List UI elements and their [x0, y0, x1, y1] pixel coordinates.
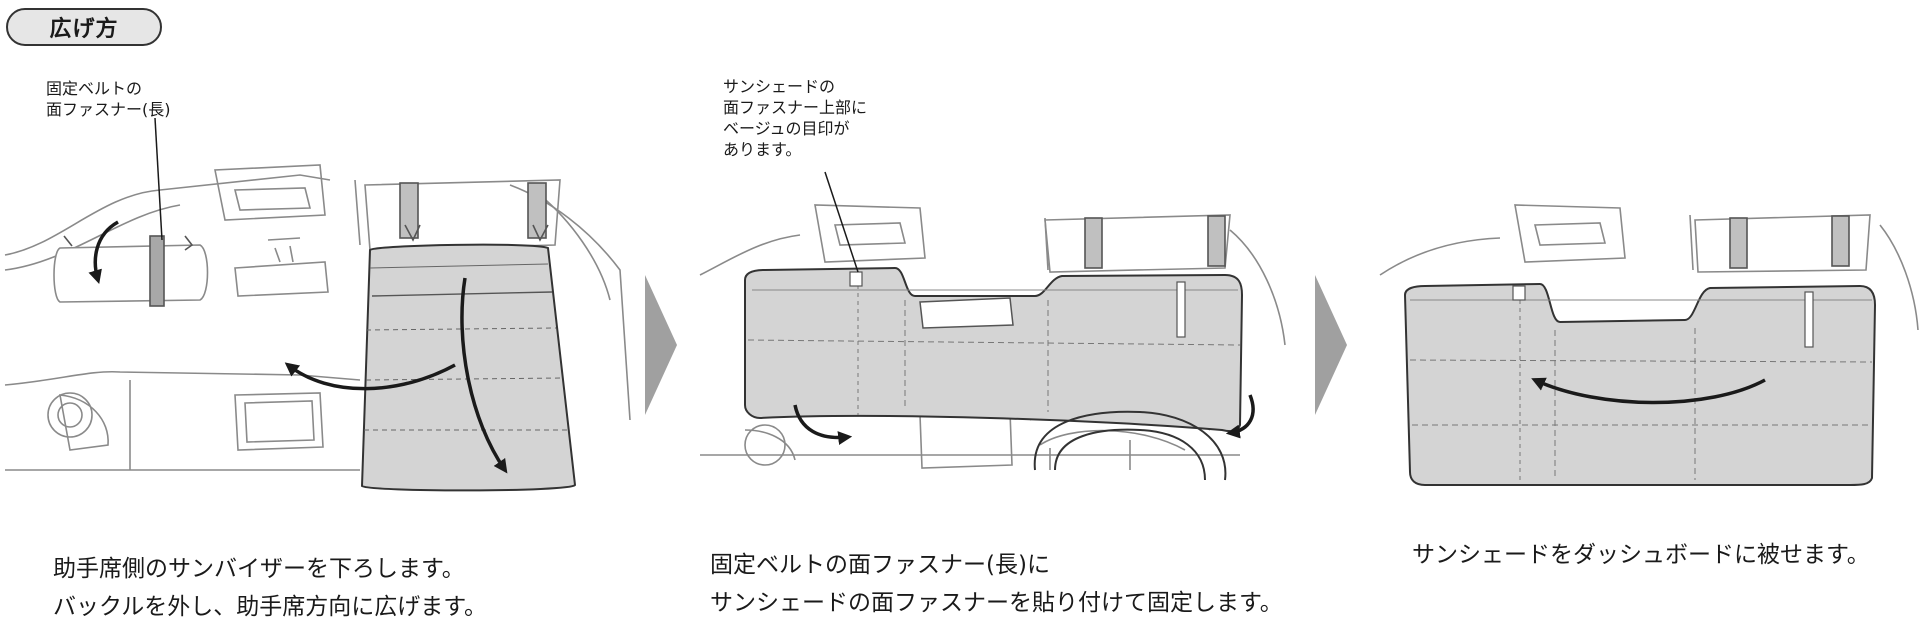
draped-sunshade [1403, 282, 1877, 486]
section-title: 広げ方 [6, 8, 162, 46]
step-separator-icon [645, 275, 677, 415]
step2-callout: サンシェードの 面ファスナー上部に ベージュの目印が あります。 [723, 77, 868, 159]
steering-wheel [1033, 410, 1227, 481]
attach-arrow-left [793, 404, 853, 446]
step1-caption: 助手席側のサンバイザーを下ろします。 バックルを外し、助手席方向に広げます。 [53, 556, 488, 620]
installed-sunshade [744, 266, 1244, 433]
folded-sunshade [360, 243, 577, 492]
step-separator-icon [1315, 275, 1347, 415]
step2-caption: 固定ベルトの面ファスナー(長)に サンシェードの面ファスナーを貼り付けて固定しま… [710, 552, 1283, 616]
step1-callout: 固定ベルトの 面ファスナー(長) [46, 79, 171, 119]
attach-arrow-right [1225, 394, 1255, 439]
drape-left-arrow [1531, 377, 1766, 405]
spread-left-arrow [284, 362, 456, 391]
visor-down-arrow [88, 220, 119, 285]
step2-callout-line [824, 171, 859, 273]
panel-2-illustration [699, 204, 1286, 470]
step3-caption: サンシェードをダッシュボードに被せます。 [1412, 542, 1870, 568]
unfold-down-arrow [460, 277, 508, 474]
step1-callout-line [154, 117, 163, 241]
panel-1-illustration [4, 164, 631, 471]
panel-3-illustration [1379, 204, 1919, 331]
